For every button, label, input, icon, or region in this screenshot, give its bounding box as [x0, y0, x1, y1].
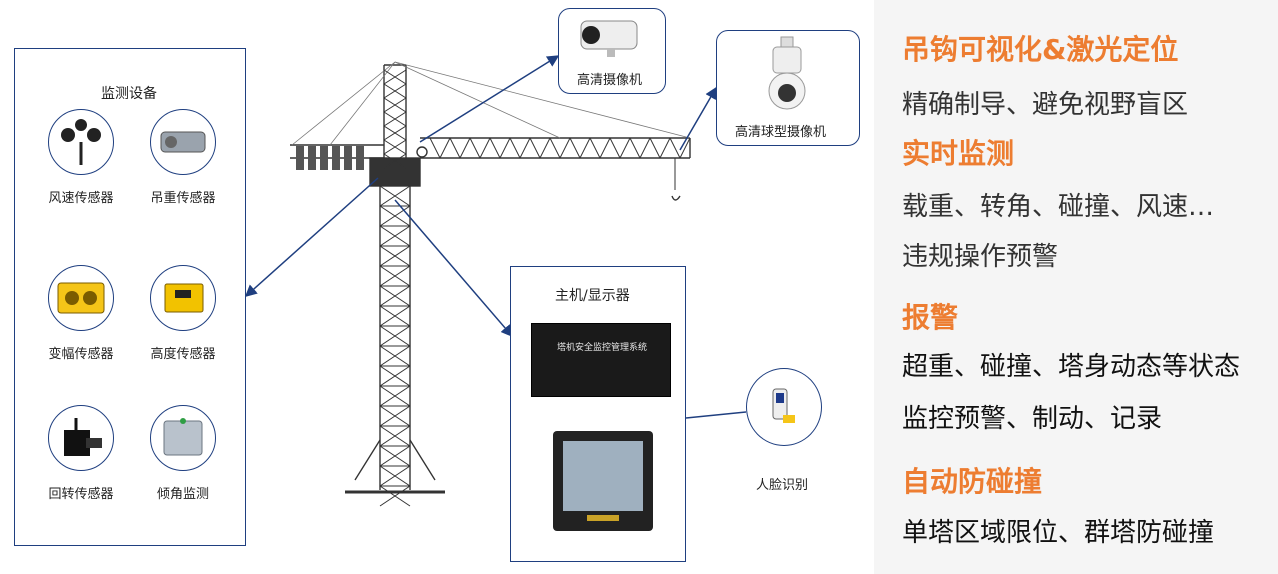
feature-line: 单塔区域限位、群塔防碰撞: [902, 518, 1215, 548]
face-recognition-circle: [746, 368, 822, 446]
hd-dome-camera-box: 高清球型摄像机: [716, 30, 860, 146]
sensor-luffing: 变幅传感器: [41, 265, 121, 362]
sensor-panel-title: 监测设备: [101, 86, 157, 102]
host-display-panel: 主机/显示器 塔机安全监控管理系统: [510, 266, 686, 562]
host-unit-text: 塔机安全监控管理系统: [556, 343, 647, 353]
arrow-to-camera: [419, 55, 560, 143]
feature-line: 精确制导、避免视野盲区: [902, 90, 1189, 120]
sensor-load: 吊重传感器: [143, 109, 223, 206]
feature-line: 载重、转角、碰撞、风速…: [902, 192, 1215, 222]
feature-heading-alarm: 报警: [902, 301, 959, 334]
feature-heading-anticollision: 自动防碰撞: [902, 465, 1043, 498]
sensor-tilt: 倾角监测: [143, 405, 223, 502]
face-recognition-label: 人脸识别: [756, 478, 809, 493]
sensor-height: 高度传感器: [143, 265, 223, 362]
slewing-sensor-icon: [48, 405, 114, 471]
face-recognition-icon: [772, 388, 795, 423]
bullet-camera-icon: [580, 20, 638, 57]
feature-panel: 吊钩可视化&激光定位 精确制导、避免视野盲区 实时监测 载重、转角、碰撞、风速……: [874, 0, 1278, 574]
sensor-panel: 监测设备 风速传感器 吊重传感器 变幅传感器: [14, 48, 246, 546]
anemometer-icon: [48, 109, 114, 175]
host-panel-title: 主机/显示器: [555, 288, 630, 304]
feature-heading-monitor: 实时监测: [902, 137, 1015, 170]
sensor-slewing: 回转传感器: [41, 405, 121, 502]
arrow-to-sensors: [244, 177, 379, 297]
feature-line: 违规操作预警: [902, 242, 1059, 272]
dome-camera-icon: [768, 36, 806, 110]
tilt-sensor-icon: [150, 405, 216, 471]
load-cell-icon: [150, 109, 216, 175]
sensor-wind-speed: 风速传感器: [41, 109, 121, 206]
dome-camera-label: 高清球型摄像机: [735, 125, 827, 140]
feature-line: 超重、碰撞、塔身动态等状态: [902, 352, 1241, 382]
height-sensor-icon: [150, 265, 216, 331]
hd-camera-box: 高清摄像机: [558, 8, 666, 94]
hd-camera-label: 高清摄像机: [577, 73, 643, 88]
host-unit-icon: 塔机安全监控管理系统: [531, 323, 671, 397]
display-monitor-icon: [553, 431, 653, 531]
luffing-sensor-icon: [48, 265, 114, 331]
link-to-face: [685, 411, 747, 419]
feature-line: 监控预警、制动、记录: [902, 404, 1163, 434]
feature-heading-hook: 吊钩可视化&激光定位: [902, 33, 1179, 66]
arrow-to-dome-camera: [679, 86, 717, 151]
arrow-to-host: [394, 199, 513, 338]
